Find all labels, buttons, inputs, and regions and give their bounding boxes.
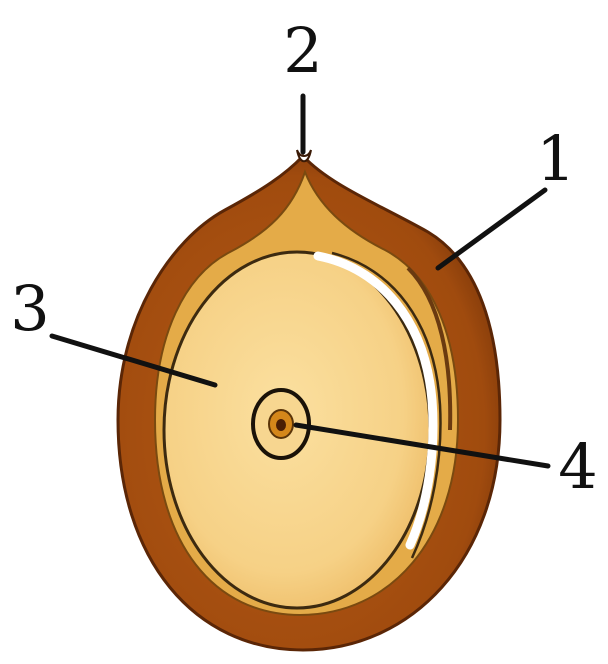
leader-line-1 <box>438 190 545 268</box>
label-2: 2 <box>283 14 322 87</box>
label-4: 4 <box>558 430 597 503</box>
label-1: 1 <box>536 122 575 195</box>
label-3: 3 <box>10 272 49 345</box>
central-dot <box>276 419 286 431</box>
